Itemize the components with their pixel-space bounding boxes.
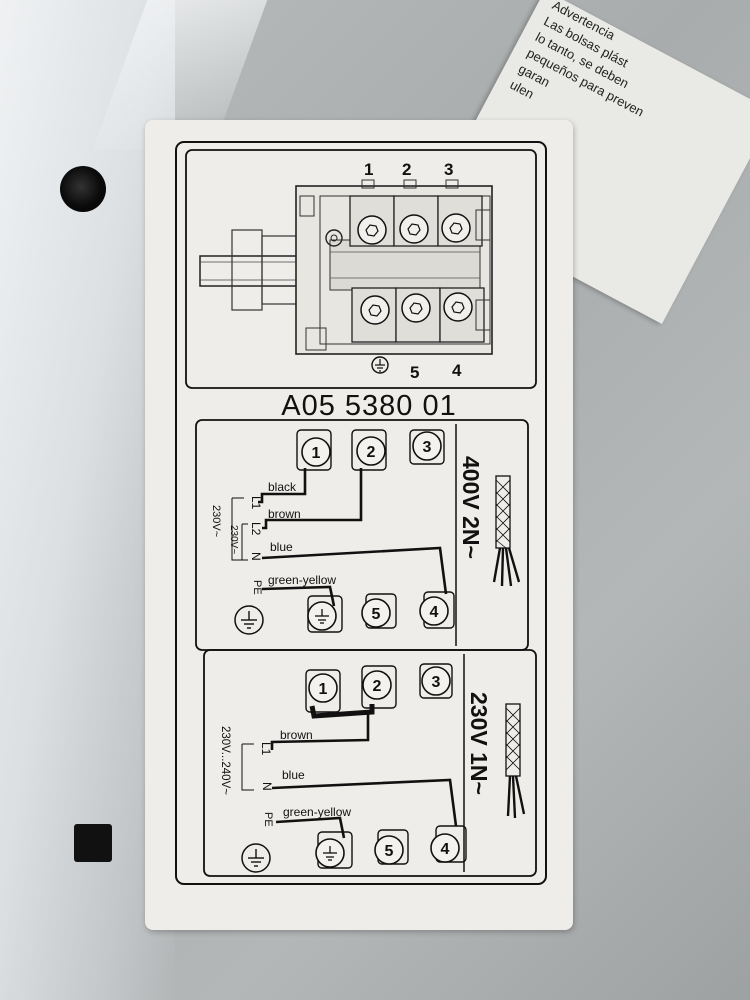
screw-icon — [443, 292, 473, 322]
line-label: L1 — [249, 496, 263, 510]
cable-icon — [505, 703, 526, 819]
top-clamps — [349, 195, 483, 247]
terminal-4-icon — [419, 596, 449, 626]
terminal-label: 4 — [441, 841, 450, 858]
bridge-link — [309, 704, 375, 719]
wire-black — [258, 468, 307, 504]
mounting-hole-left — [60, 166, 106, 212]
wire-brown — [262, 468, 363, 530]
terminal-1-icon — [308, 673, 338, 703]
screw-icon — [441, 213, 471, 243]
line-label: L2 — [249, 522, 263, 536]
terminal-label: 2 — [367, 444, 376, 461]
screw-icon — [401, 293, 431, 323]
voltage-label-outer: 230V~ — [210, 505, 222, 537]
line-label: L1 — [259, 742, 273, 756]
terminal-3-icon — [421, 666, 451, 696]
screw-icon — [357, 215, 387, 245]
line-label: PE — [262, 812, 274, 827]
terminal-number: 2 — [402, 160, 411, 179]
label-outer-frame — [175, 141, 547, 885]
terminal-5-icon — [361, 598, 391, 628]
screw-icon — [399, 214, 429, 244]
terminal-label: 5 — [385, 843, 394, 860]
supply-title-400v: 400V 2N~ — [458, 456, 484, 559]
wire-brown — [270, 712, 370, 750]
wire-label: green-yellow — [268, 573, 336, 587]
terminal-number: 1 — [364, 160, 373, 179]
terminal-3-icon — [412, 431, 442, 461]
panel-230v-frame — [203, 649, 537, 877]
wire-label: blue — [282, 768, 305, 782]
cable-icon — [492, 475, 521, 587]
supply-title-230v: 230V 1N~ — [466, 692, 492, 795]
panel-400v: 1 2 3 black brown blue green-yellow L1 L… — [195, 419, 529, 651]
bottom-clamps — [351, 287, 485, 343]
wire-label: black — [268, 480, 297, 494]
wire-label: blue — [270, 540, 293, 554]
wire-label: green-yellow — [283, 805, 351, 819]
terminal-block-drawing — [199, 179, 493, 374]
wire-green-yellow — [261, 585, 336, 607]
line-label: N — [249, 552, 263, 561]
wire-green-yellow — [275, 816, 346, 839]
terminal-number: 3 — [444, 160, 453, 179]
terminal-number: 5 — [410, 363, 419, 382]
screw-icon — [360, 295, 390, 325]
terminal-label: 3 — [432, 674, 441, 691]
terminal-label: 1 — [319, 681, 328, 698]
wire-blue — [271, 778, 458, 827]
wire-blue — [261, 546, 448, 595]
terminal-block-frame — [185, 149, 537, 389]
line-label: PE — [251, 580, 263, 595]
earth-icon — [234, 605, 264, 635]
wire-label: brown — [268, 507, 301, 521]
wire-label: brown — [280, 728, 313, 742]
part-number: A05 5380 01 — [281, 390, 456, 422]
terminal-2-icon — [356, 436, 386, 466]
black-clip — [74, 824, 112, 862]
terminal-1-icon — [301, 437, 331, 467]
terminal-4-icon — [430, 833, 460, 863]
panel-230v: 1 2 3 brown blue green-yellow L1 N PE 23… — [203, 649, 537, 877]
terminal-2-icon — [362, 670, 392, 700]
line-label: N — [260, 782, 274, 791]
terminal-label: 1 — [312, 445, 321, 462]
voltage-label: 230V...240V~ — [219, 726, 231, 795]
terminal-label: 2 — [373, 678, 382, 695]
terminal-label: 4 — [430, 604, 439, 621]
terminal-label: 3 — [423, 439, 432, 456]
terminal-5-icon — [374, 835, 404, 865]
earth-icon — [371, 356, 389, 374]
voltage-label-inner: 230V~ — [228, 525, 239, 554]
terminal-label: 5 — [372, 606, 381, 623]
terminal-number: 4 — [452, 361, 462, 380]
earth-icon — [241, 843, 271, 873]
